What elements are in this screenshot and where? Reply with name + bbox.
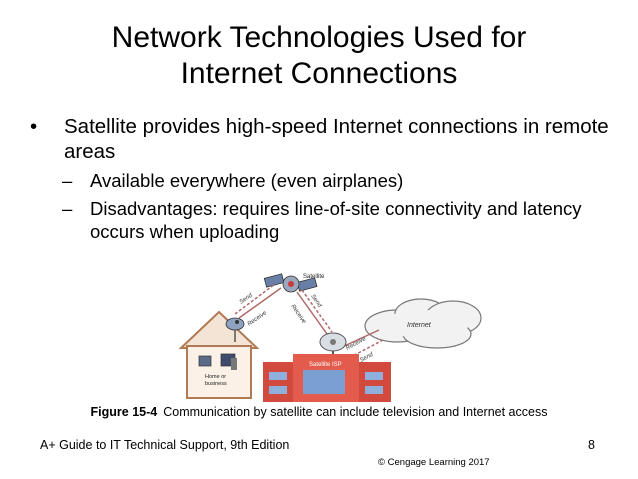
figure-caption-text: Communication by satellite can include t… bbox=[163, 405, 548, 419]
satellite-diagram: Internet Satellite Send Receive Send Rec… bbox=[178, 273, 482, 402]
figure-number: Figure 15-4 bbox=[90, 405, 158, 419]
isp-building-icon bbox=[263, 354, 391, 402]
isp-label: Satellite ISP bbox=[309, 362, 342, 368]
internet-label: Internet bbox=[407, 322, 432, 329]
bullet-list: • Satellite provides high-speed Internet… bbox=[28, 114, 618, 243]
sub-bullet-text: Disadvantages: requires line-of-site con… bbox=[90, 198, 582, 242]
footer-book-title: A+ Guide to IT Technical Support, 9th Ed… bbox=[40, 438, 290, 452]
home-icon bbox=[178, 310, 260, 399]
satellite-icon bbox=[263, 273, 318, 293]
isp-dish-icon bbox=[319, 332, 347, 366]
bullet-text: Satellite provides high-speed Internet c… bbox=[64, 115, 609, 163]
home-label-1: Home or bbox=[205, 374, 226, 380]
receive-label: Receive bbox=[289, 304, 307, 326]
title-line-2: Internet Connections bbox=[180, 57, 458, 90]
send-label: Send bbox=[359, 352, 375, 364]
page-number: 8 bbox=[588, 438, 595, 452]
home-dish-icon bbox=[225, 317, 245, 342]
receive-label: Receive bbox=[247, 310, 269, 328]
satellite-label: Satellite bbox=[303, 274, 325, 280]
sub-bullet-item: – Available everywhere (even airplanes) bbox=[28, 169, 618, 192]
sub-bullet-text: Available everywhere (even airplanes) bbox=[90, 170, 404, 191]
send-label: Send bbox=[239, 292, 254, 305]
bullet-item: • Satellite provides high-speed Internet… bbox=[28, 114, 618, 164]
slide-title: Network Technologies Used for Internet C… bbox=[0, 20, 638, 92]
title-line-1: Network Technologies Used for bbox=[111, 21, 527, 54]
copyright-notice: © Cengage Learning 2017 bbox=[378, 457, 490, 468]
bullet-mark: • bbox=[30, 115, 38, 138]
send-label: Send bbox=[309, 294, 322, 309]
internet-cloud-icon bbox=[364, 298, 482, 349]
figure-caption: Figure 15-4 Communication by satellite ca… bbox=[0, 405, 638, 419]
dash-mark: – bbox=[62, 198, 73, 219]
sub-bullet-item: – Disadvantages: requires line-of-site c… bbox=[28, 197, 618, 243]
dash-mark: – bbox=[62, 170, 73, 191]
home-label-2: business bbox=[205, 381, 227, 387]
